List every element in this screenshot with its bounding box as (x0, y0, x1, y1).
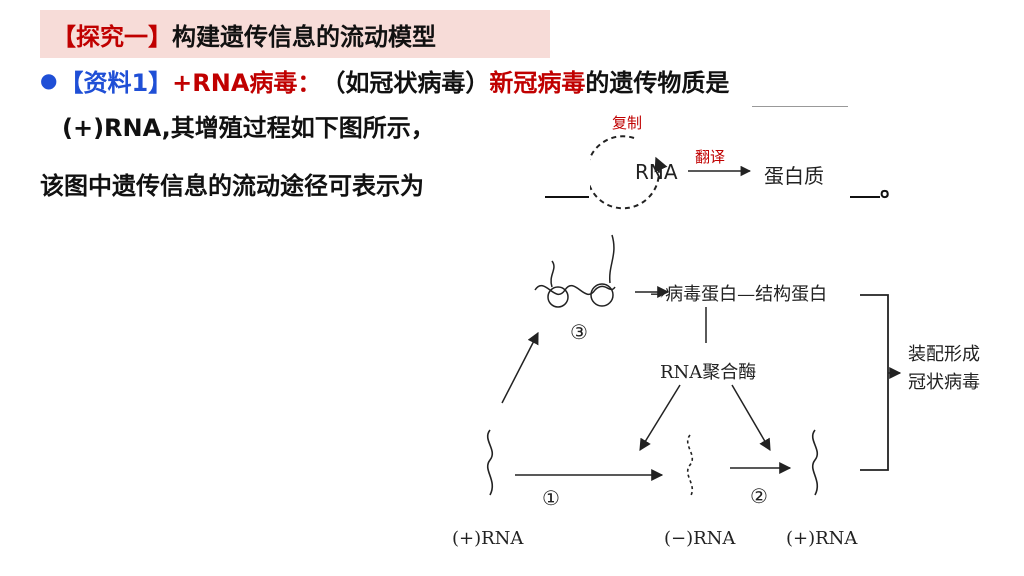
copy-label: 复制 (612, 114, 643, 132)
title-text: 构建遗传信息的流动模型 (172, 22, 436, 51)
step3-label: ③ (570, 320, 588, 344)
arrow-rna-to-translation (501, 331, 539, 404)
minus-rna-label: (−)RNA (664, 528, 736, 549)
material-line-2: (+)RNA,其增殖过程如下图所示， (62, 114, 435, 142)
rna-polymerase-label: RNA聚合酶 (660, 362, 757, 383)
assembly-bracket (860, 294, 889, 471)
answer-underline-top (752, 106, 848, 107)
virus-example: （如冠状病毒） (321, 68, 490, 97)
material-line-1: ● 【资料1】 +RNA病毒： （如冠状病毒） 新冠病毒 的遗传物质是 (40, 60, 729, 100)
assembly-label-1: 装配形成 (908, 344, 980, 365)
title-bracket: 【探究一】 (52, 22, 172, 51)
replication-loop-arrow (590, 135, 668, 210)
plus-rna-left-strand (486, 429, 494, 496)
virus-type: +RNA病毒： (172, 68, 322, 97)
ribosome-icon (534, 234, 616, 308)
material-tail: 的遗传物质是 (585, 68, 730, 97)
minus-rna-strand (686, 434, 694, 498)
assembly-label-2: 冠状病毒 (908, 372, 980, 393)
protein-node: 蛋白质 (764, 164, 824, 188)
answer-blank-left (545, 196, 589, 198)
covid-name: 新冠病毒 (489, 68, 586, 97)
virus-protein-label: →病毒蛋白—结构蛋白 (650, 284, 828, 305)
polymerase-arrow-right (731, 384, 771, 452)
step1-label: ① (542, 486, 560, 510)
rna-node: RNA (635, 160, 678, 184)
bullet-icon: ● (40, 68, 58, 92)
flow-diagram (590, 135, 752, 210)
step2-label: ② (750, 484, 768, 508)
answer-blank-right (850, 196, 880, 198)
period: 。 (880, 174, 904, 202)
section-title: 【探究一】 构建遗传信息的流动模型 (40, 10, 550, 58)
plus-rna-left-label: (+)RNA (452, 528, 524, 549)
plus-rna-right-label: (+)RNA (786, 528, 858, 549)
question-line: 该图中遗传信息的流动途径可表示为 (40, 172, 424, 200)
translate-label: 翻译 (695, 148, 726, 166)
material-tag: 【资料1】 (59, 68, 173, 97)
plus-rna-right-strand (811, 429, 819, 496)
replication-diagram (486, 234, 902, 498)
polymerase-arrow-left (639, 384, 681, 452)
